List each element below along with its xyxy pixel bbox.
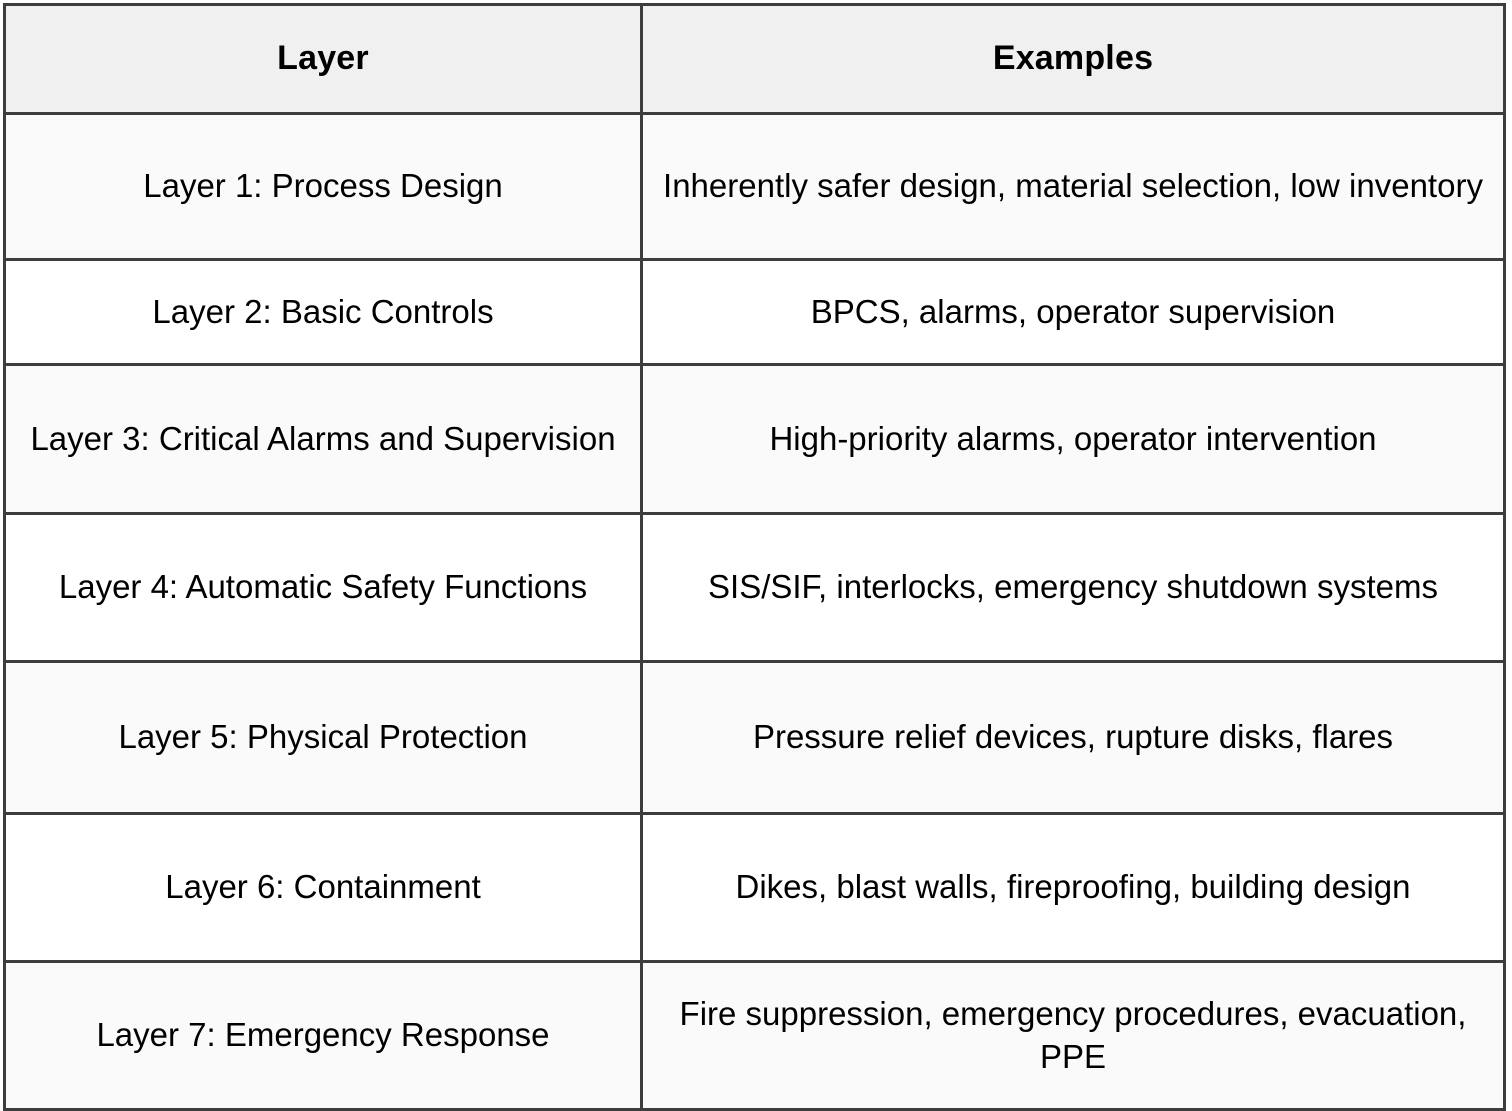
cell-layer: Layer 1: Process Design (3, 112, 643, 261)
table-row: Layer 4: Automatic Safety Functions SIS/… (3, 512, 1506, 663)
table-row: Layer 6: Containment Dikes, blast walls,… (3, 812, 1506, 963)
table-row: Layer 5: Physical Protection Pressure re… (3, 660, 1506, 815)
cell-examples: BPCS, alarms, operator supervision (640, 258, 1506, 366)
cell-layer: Layer 2: Basic Controls (3, 258, 643, 366)
cell-layer: Layer 5: Physical Protection (3, 660, 643, 815)
table-row: Layer 7: Emergency Response Fire suppres… (3, 960, 1506, 1111)
table-header: Layer Examples (3, 3, 1506, 115)
cell-layer: Layer 6: Containment (3, 812, 643, 963)
cell-examples: Pressure relief devices, rupture disks, … (640, 660, 1506, 815)
column-header-examples: Examples (640, 3, 1506, 115)
table-body: Layer 1: Process Design Inherently safer… (3, 112, 1506, 1111)
header-row: Layer Examples (3, 3, 1506, 115)
table-page: Layer Examples Layer 1: Process Design I… (3, 3, 1506, 1111)
table-row: Layer 3: Critical Alarms and Supervision… (3, 363, 1506, 515)
cell-examples: Fire suppression, emergency procedures, … (640, 960, 1506, 1111)
protection-layers-table: Layer Examples Layer 1: Process Design I… (3, 3, 1506, 1111)
cell-layer: Layer 4: Automatic Safety Functions (3, 512, 643, 663)
cell-examples: SIS/SIF, interlocks, emergency shutdown … (640, 512, 1506, 663)
table-row: Layer 2: Basic Controls BPCS, alarms, op… (3, 258, 1506, 366)
cell-layer: Layer 3: Critical Alarms and Supervision (3, 363, 643, 515)
cell-layer: Layer 7: Emergency Response (3, 960, 643, 1111)
cell-examples: High-priority alarms, operator intervent… (640, 363, 1506, 515)
cell-examples: Dikes, blast walls, fireproofing, buildi… (640, 812, 1506, 963)
column-header-layer: Layer (3, 3, 643, 115)
table-row: Layer 1: Process Design Inherently safer… (3, 112, 1506, 261)
cell-examples: Inherently safer design, material select… (640, 112, 1506, 261)
